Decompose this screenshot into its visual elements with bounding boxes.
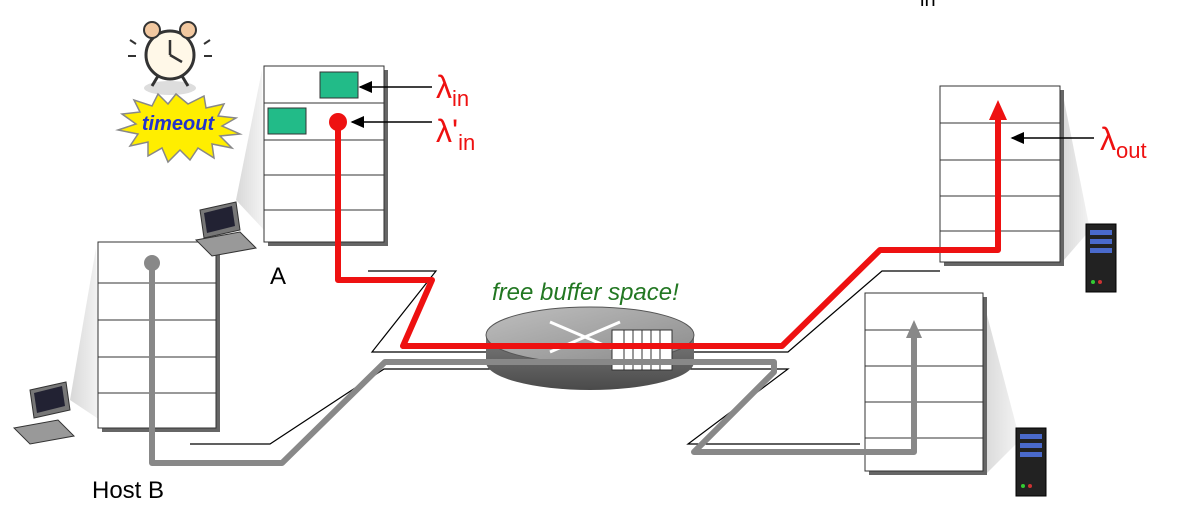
red-flow-path <box>335 112 1001 349</box>
host-b-source-dot <box>144 255 160 271</box>
lambda-in-label: λin <box>436 69 469 111</box>
timeout-label: timeout <box>142 113 216 135</box>
queued-packet <box>319 71 359 99</box>
router-note: free buffer space! <box>492 279 679 306</box>
timeout-burst-icon: timeout <box>115 92 243 164</box>
host-a-buffer <box>236 65 388 246</box>
server-icon <box>1085 223 1117 293</box>
red-arrowhead <box>989 100 1007 120</box>
server-icon <box>1015 427 1047 497</box>
retransmit-packet <box>267 107 307 135</box>
alarm-clock-icon <box>128 21 212 95</box>
gray-arrowhead <box>906 320 922 338</box>
gray-flow-path <box>149 263 917 466</box>
host-a-label: A <box>270 263 286 290</box>
top-cut-subscript: in <box>920 0 936 11</box>
host-b-label: Host B <box>92 477 164 504</box>
host-b-buffer <box>70 241 220 432</box>
laptop-icon <box>12 381 76 445</box>
server-top-buffer <box>939 85 1090 266</box>
lambda-in-prime-dot <box>329 113 347 131</box>
lambda-out-label: λout <box>1100 121 1147 163</box>
lambda-in-prime-label: λ'in <box>436 113 475 155</box>
server-bottom-buffer <box>864 292 1020 475</box>
laptop-icon <box>194 201 258 257</box>
